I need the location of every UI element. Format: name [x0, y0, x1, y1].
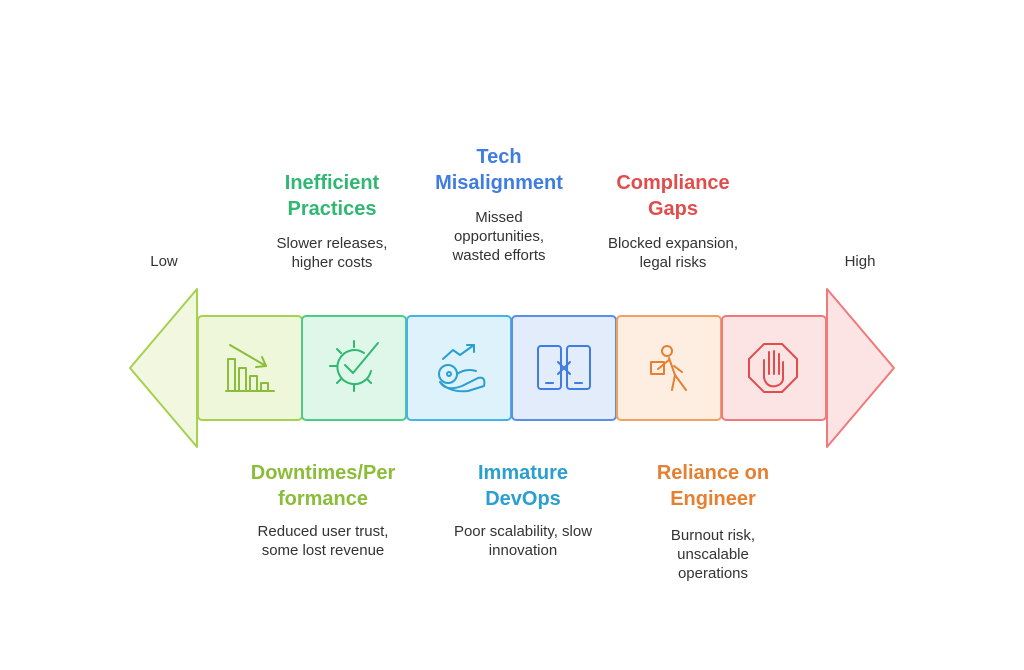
low-label: Low — [150, 253, 178, 270]
item-3-title: Immature DevOps — [477, 462, 569, 510]
item-5-title: Reliance on Engineer — [656, 462, 770, 510]
item-6-label: Compliance Gaps Blocked expansion, legal… — [573, 170, 773, 272]
item-1-title: Downtimes/Per formance — [250, 462, 396, 510]
item-5-desc: Burnout risk, unscalable operations — [670, 527, 756, 582]
item-3-label: Immature DevOps Poor scalability, slow i… — [418, 460, 628, 560]
segment-1 — [197, 315, 303, 421]
segment-3-box — [406, 315, 512, 421]
item-1-desc: Reduced user trust, some lost revenue — [257, 523, 389, 559]
stop-hand-icon — [748, 343, 798, 393]
right-arrow-head — [826, 288, 895, 448]
item-2-desc: Slower releases, higher costs — [276, 235, 388, 271]
person-carrying-box-icon — [650, 345, 687, 391]
item-1-label: Downtimes/Per formance Reduced user trus… — [218, 460, 428, 560]
segment-2-box — [301, 315, 407, 421]
segment-2 — [301, 315, 407, 421]
mismatched-phones-icon — [537, 345, 591, 390]
item-4-desc: Missed opportunities, wasted efforts — [452, 209, 546, 264]
declining-bar-chart-icon — [225, 344, 275, 392]
item-2-title: Inefficient Practices — [284, 172, 380, 220]
item-3-desc: Poor scalability, slow innovation — [453, 523, 593, 559]
segment-5 — [616, 315, 722, 421]
segment-4 — [511, 315, 617, 421]
item-2-label: Inefficient Practices Slower releases, h… — [232, 170, 432, 272]
person-growth-icon — [438, 344, 486, 393]
gear-check-icon — [329, 340, 379, 392]
item-6-title: Compliance Gaps — [616, 172, 730, 220]
segment-1-box — [197, 315, 303, 421]
segment-3 — [406, 315, 512, 421]
segment-6 — [721, 315, 827, 421]
item-6-desc: Blocked expansion, legal risks — [607, 235, 739, 271]
segment-5-box — [616, 315, 722, 421]
item-4-label: Tech Misalignment Missed opportunities, … — [399, 144, 599, 265]
item-4-title: Tech Misalignment — [435, 146, 563, 194]
left-arrow-head — [129, 288, 198, 448]
item-5-label: Reliance on Engineer Burnout risk, unsca… — [608, 460, 818, 583]
high-label: High — [844, 253, 876, 270]
